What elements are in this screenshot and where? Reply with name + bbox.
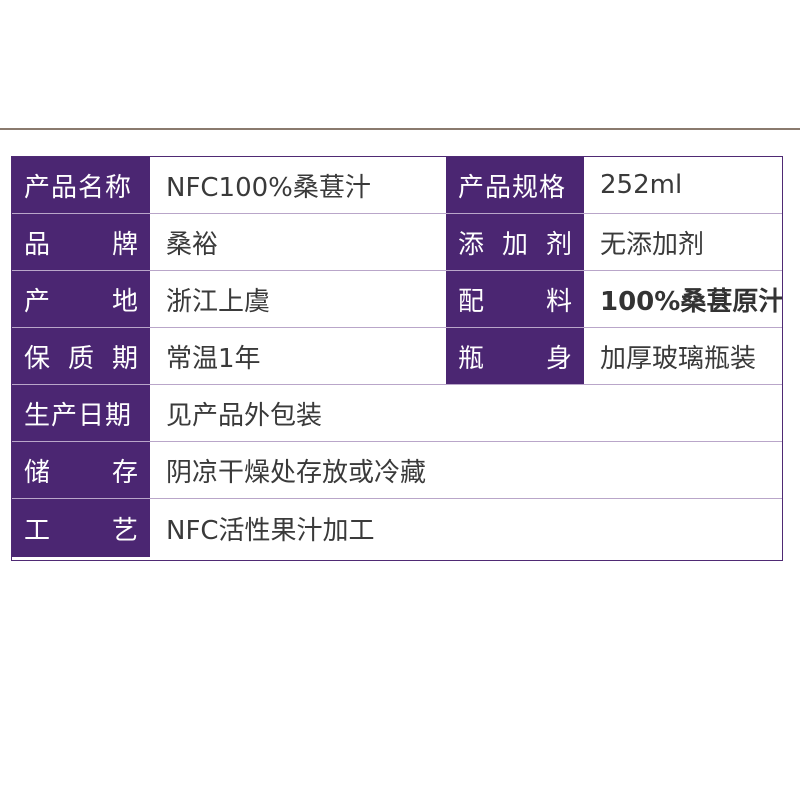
label-origin-char: 产 bbox=[24, 286, 51, 317]
label-bottle: 瓶 身 bbox=[446, 328, 584, 384]
label-origin-char: 地 bbox=[111, 286, 138, 317]
label-process-char: 艺 bbox=[111, 515, 138, 546]
spec-row-process: 工 艺 NFC活性果汁加工 bbox=[12, 499, 782, 557]
label-bottle-char: 身 bbox=[545, 343, 572, 374]
label-origin: 产 地 bbox=[12, 271, 150, 327]
label-additive-char: 添 bbox=[458, 229, 485, 260]
top-divider bbox=[0, 128, 800, 130]
label-shelf-life: 保 质 期 bbox=[12, 328, 150, 384]
value-origin: 浙江上虞 bbox=[150, 271, 446, 327]
label-shelf-life-char: 保 bbox=[24, 343, 51, 374]
label-additive: 添 加 剂 bbox=[446, 214, 584, 270]
value-production-date: 见产品外包装 bbox=[150, 385, 782, 441]
label-storage-char: 存 bbox=[111, 457, 138, 488]
value-additive: 无添加剂 bbox=[584, 214, 782, 270]
label-brand-char: 牌 bbox=[111, 229, 138, 260]
label-shelf-life-char: 质 bbox=[67, 343, 94, 374]
label-product-spec: 产品规格 bbox=[446, 157, 584, 213]
spec-row-name: 产品名称 NFC100%桑葚汁 产品规格 252ml bbox=[12, 157, 782, 214]
value-product-spec: 252ml bbox=[584, 157, 782, 213]
product-spec-table: 产品名称 NFC100%桑葚汁 产品规格 252ml 品 牌 桑裕 添 加 剂 … bbox=[11, 156, 783, 561]
value-process: NFC活性果汁加工 bbox=[150, 499, 782, 557]
label-product-name: 产品名称 bbox=[12, 157, 150, 213]
spec-row-shelf-life: 保 质 期 常温1年 瓶 身 加厚玻璃瓶装 bbox=[12, 328, 782, 385]
value-product-name: NFC100%桑葚汁 bbox=[150, 157, 446, 213]
spec-row-production-date: 生产日期 见产品外包装 bbox=[12, 385, 782, 442]
label-additive-char: 加 bbox=[501, 229, 528, 260]
spec-row-brand: 品 牌 桑裕 添 加 剂 无添加剂 bbox=[12, 214, 782, 271]
label-ingredients-char: 配 bbox=[458, 286, 485, 317]
label-ingredients-char: 料 bbox=[545, 286, 572, 317]
spec-row-origin: 产 地 浙江上虞 配 料 100%桑葚原汁 bbox=[12, 271, 782, 328]
label-storage: 储 存 bbox=[12, 442, 150, 498]
label-ingredients: 配 料 bbox=[446, 271, 584, 327]
spec-row-storage: 储 存 阴凉干燥处存放或冷藏 bbox=[12, 442, 782, 499]
label-bottle-char: 瓶 bbox=[458, 343, 485, 374]
value-brand: 桑裕 bbox=[150, 214, 446, 270]
label-shelf-life-char: 期 bbox=[111, 343, 138, 374]
label-storage-char: 储 bbox=[24, 457, 51, 488]
value-bottle: 加厚玻璃瓶装 bbox=[584, 328, 782, 384]
value-ingredients: 100%桑葚原汁 bbox=[584, 271, 782, 327]
label-brand: 品 牌 bbox=[12, 214, 150, 270]
value-shelf-life: 常温1年 bbox=[150, 328, 446, 384]
label-brand-char: 品 bbox=[24, 229, 51, 260]
label-process: 工 艺 bbox=[12, 499, 150, 557]
label-process-char: 工 bbox=[24, 515, 51, 546]
value-storage: 阴凉干燥处存放或冷藏 bbox=[150, 442, 782, 498]
label-production-date: 生产日期 bbox=[12, 385, 150, 441]
label-additive-char: 剂 bbox=[545, 229, 572, 260]
